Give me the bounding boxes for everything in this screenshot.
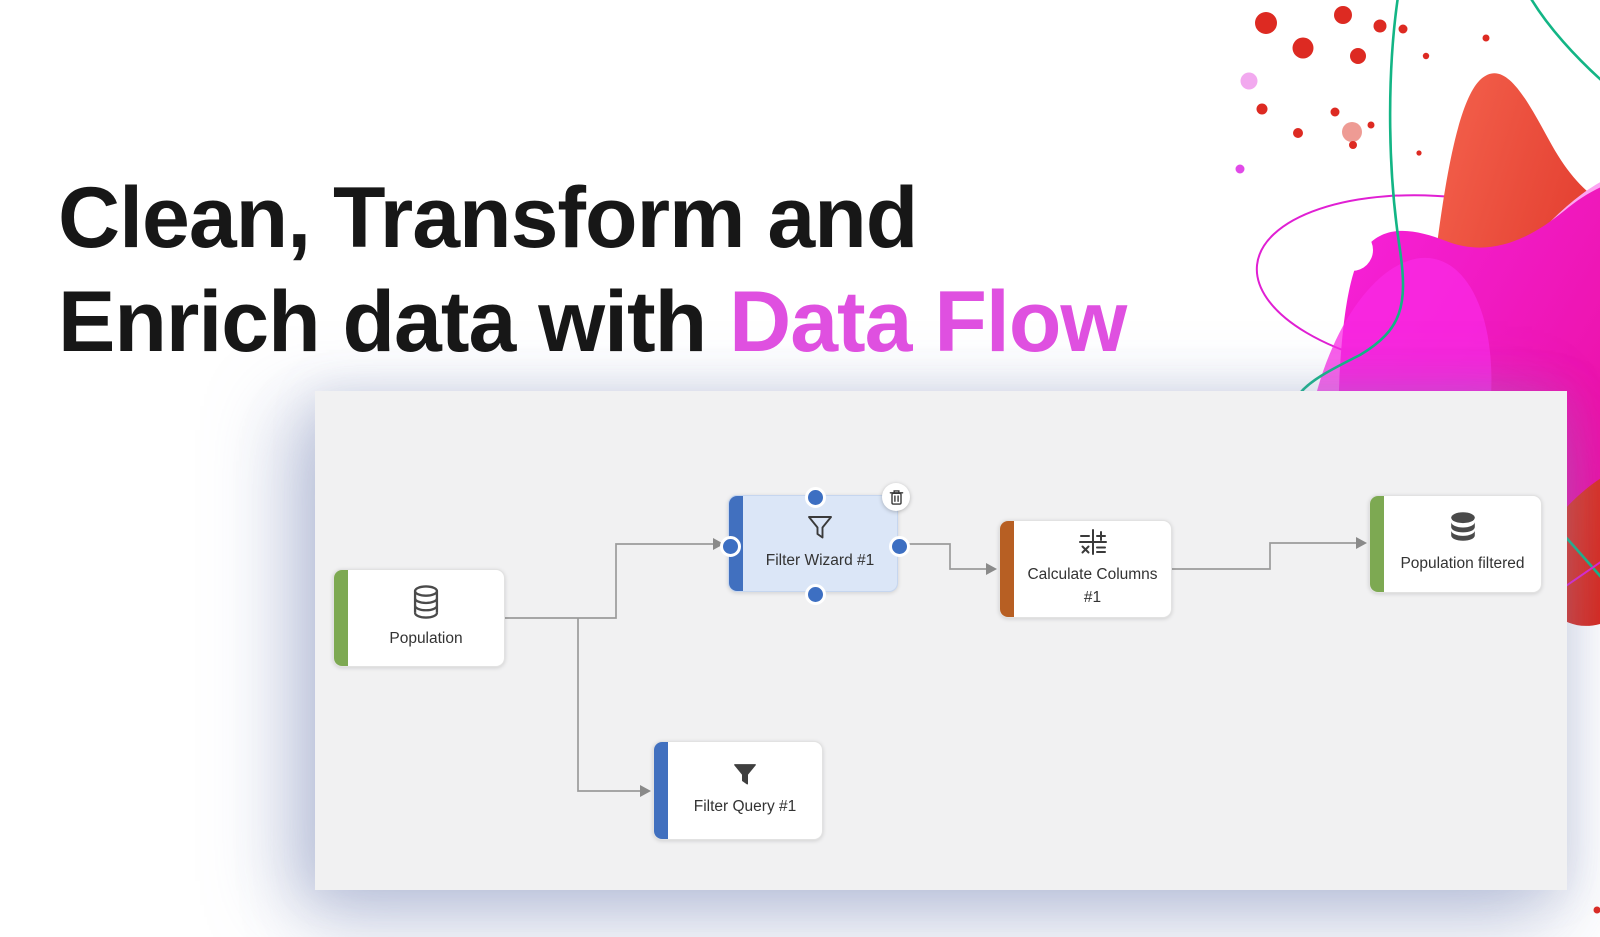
node-filter-query[interactable]: Filter Query #1 (653, 741, 823, 840)
node-label: Population filtered (1400, 555, 1525, 573)
dot-cluster (1235, 6, 1600, 914)
page-title-line2: Enrich data with (58, 273, 730, 370)
node-population-filtered[interactable]: Population filtered (1369, 495, 1542, 593)
node-label: Filter Query #1 (693, 798, 797, 816)
node-label: Population (389, 630, 463, 648)
page-title-highlight: Data Flow (729, 273, 1127, 370)
connection-filter-wizard-calculate[interactable] (905, 543, 989, 570)
node-label: Filter Wizard #1 (765, 552, 875, 570)
node-calculate-columns[interactable]: Calculate Columns #1 (999, 520, 1172, 618)
transform-accent-bar (654, 742, 668, 839)
page-title-line1: Clean, Transform and (58, 169, 918, 266)
dataflow-canvas[interactable]: Population Filter Wizard #1 Cal (315, 391, 1567, 890)
node-filter-wizard[interactable]: Filter Wizard #1 (728, 495, 898, 592)
port-bottom[interactable] (805, 584, 826, 605)
port-left[interactable] (720, 536, 741, 557)
database-outline-icon (413, 585, 439, 619)
port-top[interactable] (805, 487, 826, 508)
target-accent-bar (1370, 496, 1384, 592)
node-population[interactable]: Population (333, 569, 505, 667)
page-title: Clean, Transform and Enrich data with Da… (58, 166, 1127, 374)
node-label: Calculate Columns #1 (1027, 566, 1158, 606)
trash-icon (889, 489, 903, 505)
delete-node-button[interactable] (882, 483, 910, 511)
source-accent-bar (334, 570, 348, 666)
connection-population-filter-query[interactable] (577, 618, 643, 792)
funnel-outline-icon (808, 516, 832, 539)
funnel-filled-icon (734, 764, 756, 785)
calculate-accent-bar (1000, 521, 1014, 617)
calculator-icon (1078, 529, 1107, 556)
database-filled-icon (1450, 512, 1475, 542)
connection-calculate-population-filtered[interactable] (1172, 542, 1359, 570)
connection-population-filter-wizard[interactable] (505, 543, 713, 619)
port-right[interactable] (889, 536, 910, 557)
